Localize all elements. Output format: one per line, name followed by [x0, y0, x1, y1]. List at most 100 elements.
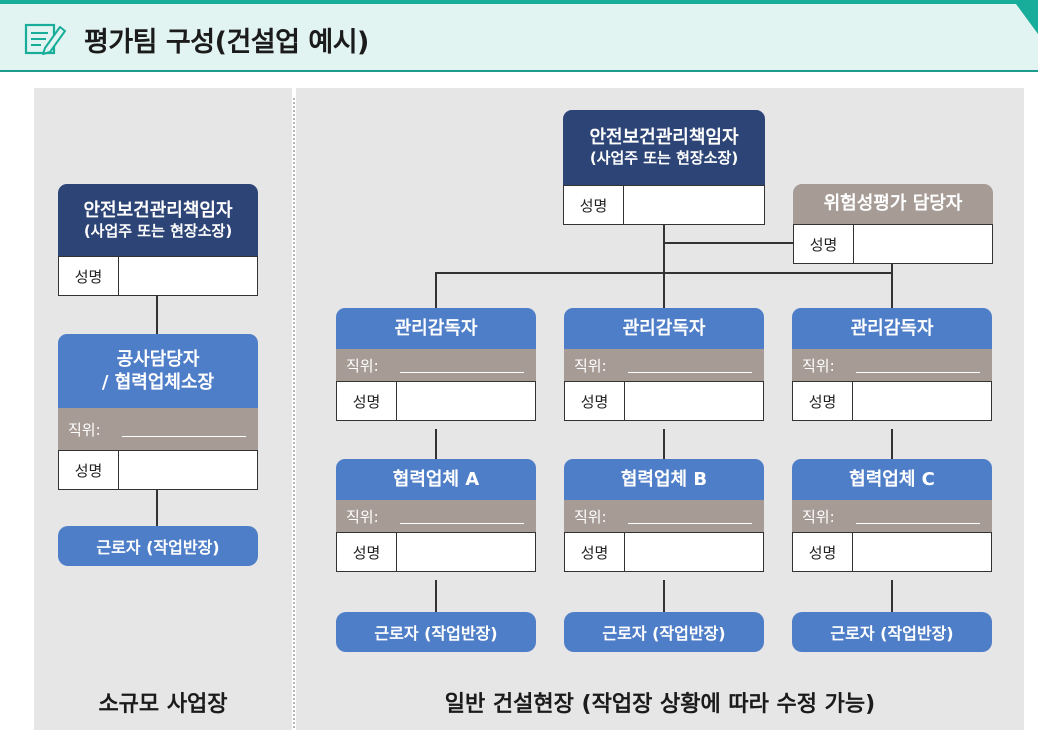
position-blank-line	[628, 358, 752, 373]
supervisor-header: 관리감독자	[336, 308, 536, 349]
position-label: 직위:	[574, 507, 607, 526]
connector-line	[663, 580, 665, 612]
name-field	[853, 382, 991, 420]
partner-header: 협력업체 A	[336, 459, 536, 500]
connector-line	[156, 490, 158, 526]
name-label: 성명	[793, 382, 853, 420]
partner-title: 협력업체 B	[620, 468, 708, 490]
name-label: 성명	[59, 451, 119, 489]
supervisor-header: 관리감독자	[792, 308, 992, 349]
connector-line	[663, 272, 665, 308]
partner-node-b: 협력업체 B 직위: 성명	[564, 459, 764, 572]
small-site-caption: 소규모 사업장	[98, 692, 228, 717]
name-field	[119, 451, 257, 489]
worker-node: 근로자 (작업반장)	[336, 612, 536, 652]
memo-pencil-icon	[24, 23, 66, 55]
panel-divider	[293, 98, 295, 728]
name-field	[853, 533, 991, 571]
connector-line	[663, 242, 793, 244]
name-label: 성명	[793, 533, 853, 571]
supervisor-header: 관리감독자	[564, 308, 764, 349]
position-label: 직위:	[68, 420, 101, 439]
page-title: 평가팀 구성(건설업 예시)	[84, 27, 369, 58]
header-bar: 평가팀 구성(건설업 예시)	[0, 0, 1038, 72]
position-label: 직위:	[574, 356, 607, 375]
small-manager-subtitle: / 협력업체소장	[101, 372, 215, 393]
position-row: 직위:	[792, 349, 992, 381]
name-label: 성명	[565, 382, 625, 420]
general-head-header: 안전보건관리책임자 (사업주 또는 현장소장)	[563, 110, 765, 185]
supervisor-node: 관리감독자 직위: 성명	[564, 308, 764, 421]
risk-assessor-node: 위험성평가 담당자 성명	[793, 184, 993, 264]
name-label: 성명	[565, 533, 625, 571]
position-row: 직위:	[564, 500, 764, 532]
name-field	[119, 257, 257, 295]
position-row: 직위:	[336, 500, 536, 532]
connector-line	[435, 272, 437, 308]
connector-line	[891, 264, 893, 308]
position-row: 직위:	[336, 349, 536, 381]
name-label: 성명	[337, 382, 397, 420]
supervisor-node: 관리감독자 직위: 성명	[336, 308, 536, 421]
risk-assessor-header: 위험성평가 담당자	[793, 184, 993, 224]
partner-node-a: 협력업체 A 직위: 성명	[336, 459, 536, 572]
connector-line	[435, 580, 437, 612]
position-label: 직위:	[346, 507, 379, 526]
name-row: 성명	[563, 185, 765, 225]
name-label: 성명	[59, 257, 119, 295]
supervisor-title: 관리감독자	[850, 317, 934, 339]
connector-line	[663, 429, 665, 459]
supervisor-title: 관리감독자	[622, 317, 706, 339]
general-site-caption: 일반 건설현장 (작업장 상황에 따라 수정 가능)	[444, 692, 876, 717]
name-field	[625, 382, 763, 420]
small-head-node: 안전보건관리책임자 (사업주 또는 현장소장) 성명	[58, 184, 258, 296]
name-row: 성명	[792, 532, 992, 572]
small-head-subtitle: (사업주 또는 현장소장)	[83, 221, 233, 240]
small-manager-title: 공사담당자	[116, 348, 200, 370]
risk-assessor-title: 위험성평가 담당자	[823, 193, 963, 215]
small-manager-header: 공사담당자 / 협력업체소장	[58, 334, 258, 408]
small-head-header: 안전보건관리책임자 (사업주 또는 현장소장)	[58, 184, 258, 256]
name-label: 성명	[794, 225, 854, 263]
connector-line	[891, 580, 893, 612]
name-row: 성명	[564, 381, 764, 421]
supervisor-title: 관리감독자	[394, 317, 478, 339]
name-field	[397, 382, 535, 420]
header-corner-tab	[1016, 4, 1038, 34]
name-row: 성명	[792, 381, 992, 421]
name-row: 성명	[336, 532, 536, 572]
name-field	[854, 225, 992, 263]
name-field	[625, 533, 763, 571]
position-row: 직위:	[792, 500, 992, 532]
position-row: 직위:	[58, 408, 258, 450]
partner-node-c: 협력업체 C 직위: 성명	[792, 459, 992, 572]
name-row: 성명	[336, 381, 536, 421]
partner-title: 협력업체 C	[849, 468, 935, 490]
name-row: 성명	[793, 224, 993, 264]
position-blank-line	[400, 509, 524, 524]
name-label: 성명	[564, 186, 624, 224]
name-row: 성명	[58, 450, 258, 490]
connector-line	[891, 429, 893, 459]
name-field	[624, 186, 764, 224]
connector-line	[435, 429, 437, 459]
small-worker-node: 근로자 (작업반장)	[58, 526, 258, 566]
partner-header: 협력업체 B	[564, 459, 764, 500]
name-row: 성명	[564, 532, 764, 572]
name-label: 성명	[337, 533, 397, 571]
general-head-node: 안전보건관리책임자 (사업주 또는 현장소장) 성명	[563, 110, 765, 225]
position-blank-line	[122, 422, 246, 437]
connector-line	[156, 296, 158, 334]
position-blank-line	[856, 358, 980, 373]
name-row: 성명	[58, 256, 258, 296]
general-head-subtitle: (사업주 또는 현장소장)	[589, 149, 739, 168]
position-label: 직위:	[802, 507, 835, 526]
position-label: 직위:	[346, 356, 379, 375]
position-row: 직위:	[564, 349, 764, 381]
supervisor-node: 관리감독자 직위: 성명	[792, 308, 992, 421]
position-blank-line	[628, 509, 752, 524]
small-manager-node: 공사담당자 / 협력업체소장 직위: 성명	[58, 334, 258, 490]
position-blank-line	[400, 358, 524, 373]
worker-node: 근로자 (작업반장)	[792, 612, 992, 652]
partner-header: 협력업체 C	[792, 459, 992, 500]
